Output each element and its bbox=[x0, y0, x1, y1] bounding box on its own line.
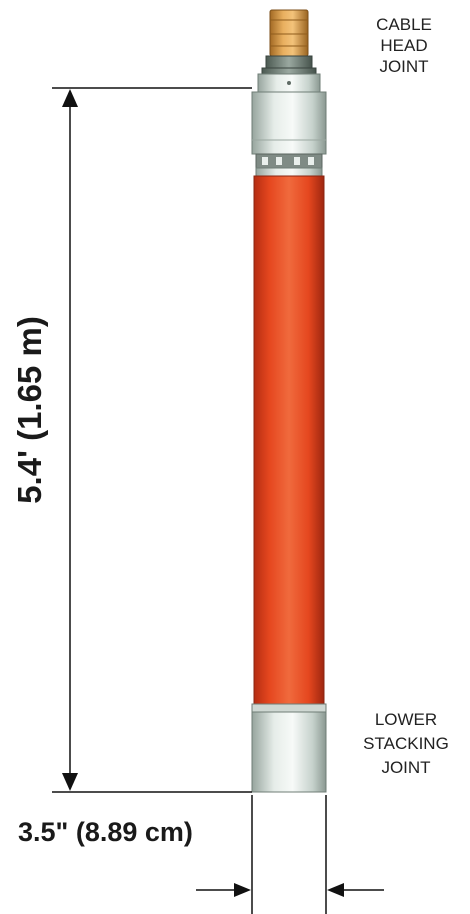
length-arrow-bottom bbox=[62, 773, 78, 791]
diameter-arrow-right bbox=[327, 883, 344, 897]
lower-stacking-joint-label: LOWER STACKING JOINT bbox=[348, 708, 464, 780]
cable-head-label-line-1: CABLE bbox=[376, 15, 432, 34]
length-dimension bbox=[52, 87, 252, 793]
diameter-arrow-left bbox=[234, 883, 251, 897]
cable-neck bbox=[265, 55, 313, 69]
cable-connector bbox=[269, 9, 309, 57]
length-label-text: 5.4' (1.65 m) bbox=[11, 316, 48, 504]
diameter-label: 3.5" (8.89 cm) bbox=[18, 817, 193, 847]
lower-joint-body bbox=[251, 711, 327, 793]
cable-head-body bbox=[251, 91, 327, 155]
cable-head-joint-label: CABLE HEAD JOINT bbox=[352, 14, 456, 77]
lower-stacking-label-line-2: STACKING bbox=[363, 734, 449, 753]
length-label: 5.4' (1.65 m) bbox=[11, 316, 48, 504]
length-arrow-top bbox=[62, 89, 78, 107]
cable-head-label-line-2: HEAD bbox=[380, 36, 428, 55]
cable-head-joint bbox=[251, 9, 327, 177]
lower-stacking-joint bbox=[251, 703, 327, 793]
cable-head-label-line-3: JOINT bbox=[379, 57, 429, 76]
tool-body-tube bbox=[253, 175, 325, 707]
lower-stacking-label-line-1: LOWER bbox=[374, 710, 438, 729]
diameter-dimension bbox=[196, 795, 384, 914]
lower-stacking-label-line-3: JOINT bbox=[381, 758, 431, 777]
